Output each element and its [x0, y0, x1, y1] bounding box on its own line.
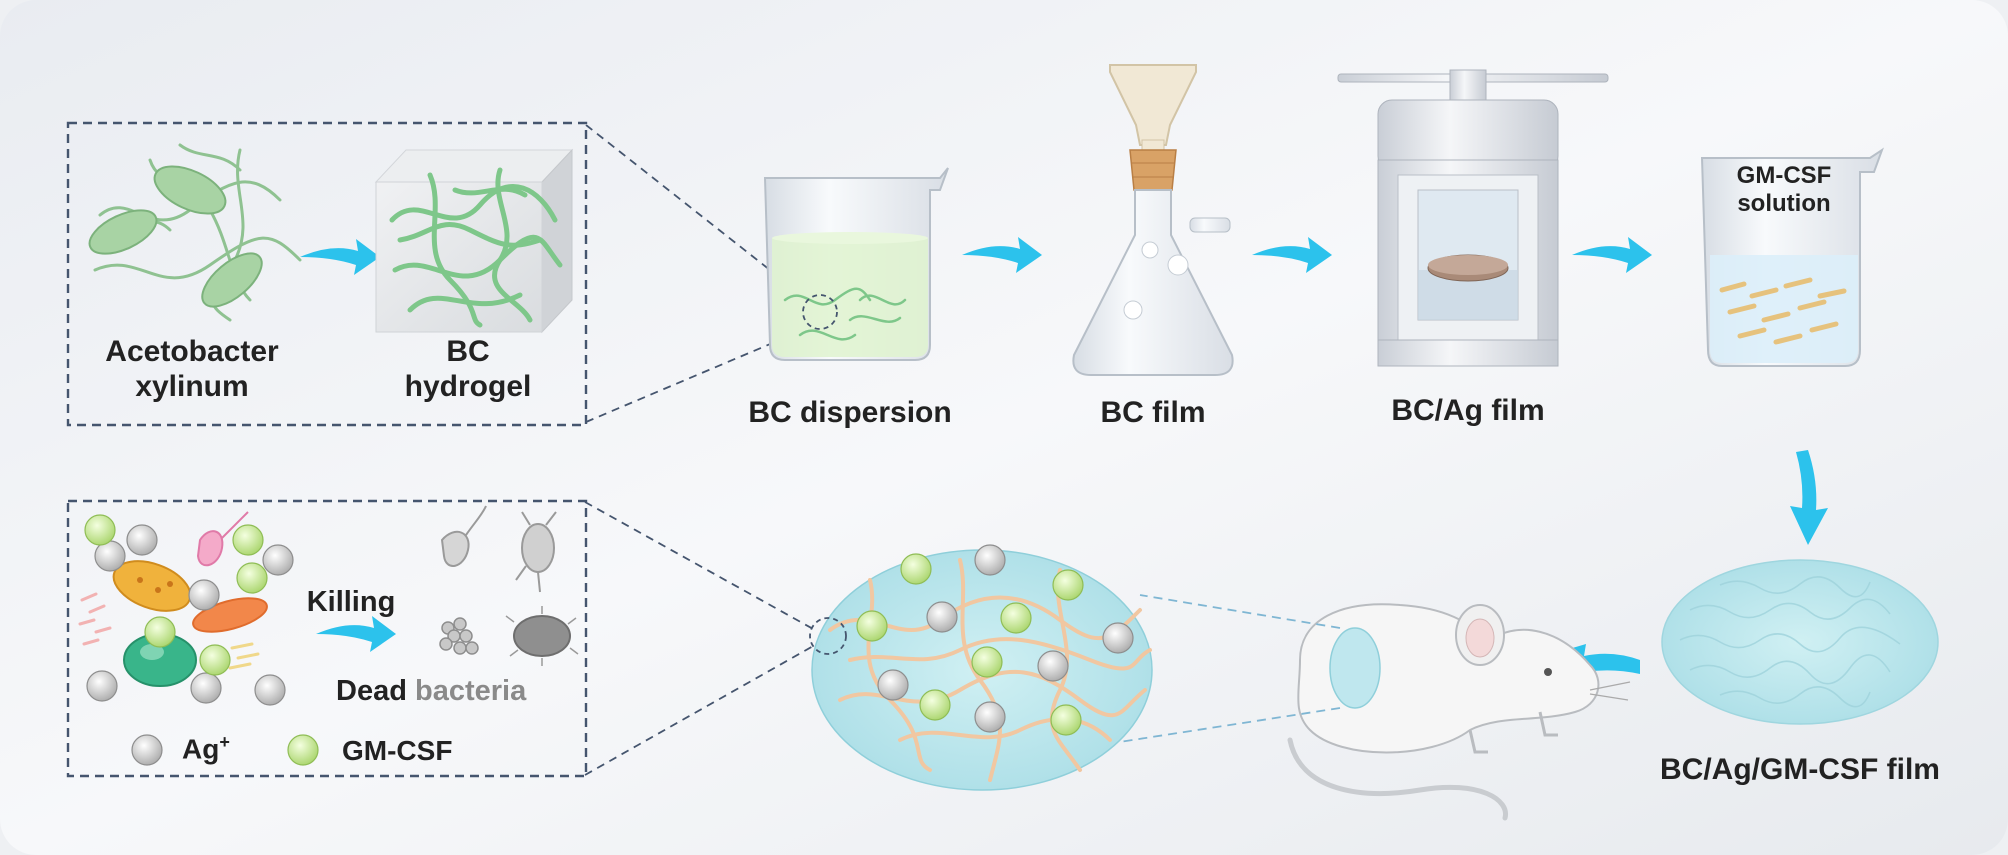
acetobacter-label: Acetobacter xylinum: [105, 335, 279, 404]
legend-ag-symbol: [131, 734, 163, 766]
zoom-line-mouse-2: [1099, 707, 1341, 746]
press-autoclave-icon: [1337, 69, 1609, 367]
bc-hydrogel-label: BC hydrogel: [404, 335, 532, 404]
legend-gmcsf-label: GM-CSF: [342, 735, 453, 766]
legend-ag-label: Ag+: [182, 732, 230, 765]
bacterium-icon: [88, 143, 302, 322]
zoom-line-bottom-1: [584, 501, 816, 631]
zoom-line-bottom-2: [584, 644, 816, 776]
film-disc-icon: [1661, 559, 1939, 725]
zoom-line-top-1: [585, 124, 809, 301]
bc-ag-film-label: BC/Ag film: [1391, 394, 1545, 427]
gmcsf-solution-label: GM-CSF solution: [1736, 162, 1832, 218]
dead-bacteria-icon: [439, 505, 579, 666]
arrow-down: [1790, 450, 1828, 545]
legend-gmcsf-symbol: [287, 734, 319, 766]
mouse-icon: [1287, 603, 1631, 821]
bc-ag-gmcsf-film-label: BC/Ag/GM-CSF film: [1660, 753, 1940, 786]
bc-film-label: BC film: [1100, 396, 1206, 429]
filter-flask-icon: [1072, 64, 1234, 376]
beaker-icon: [763, 167, 949, 361]
dashed-box-top: [66, 121, 588, 427]
zoom-line-mouse-1: [1139, 594, 1341, 629]
killing-label: Killing: [306, 586, 396, 618]
bc-dispersion-label: BC dispersion: [748, 396, 952, 429]
live-bacteria-icon: [78, 511, 294, 706]
dead-bacteria-label: Dead bacteria: [336, 675, 527, 707]
dashed-box-bottom: [66, 499, 588, 778]
zoomed-film: [809, 544, 1153, 791]
bacteria-word: bacteria: [414, 675, 527, 707]
hydrogel-cube-icon: [374, 148, 574, 334]
solution-beaker-icon: [1700, 147, 1884, 367]
